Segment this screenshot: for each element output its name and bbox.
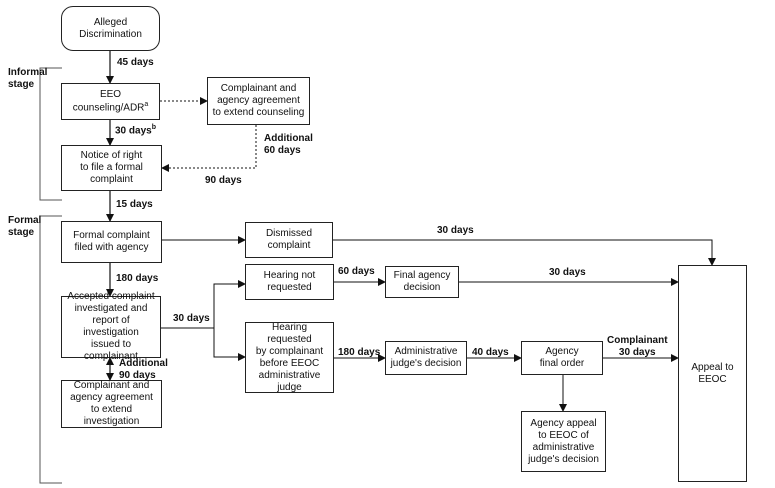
label-complainant-30-days: Complainant 30 days bbox=[607, 335, 668, 358]
alleged-discrimination-text: Alleged Discrimination bbox=[79, 16, 142, 40]
agency-appeal-text: Agency appeal to EEOC of administrative … bbox=[528, 417, 599, 465]
accepted-complaint-text: Accepted complaint investigated and repo… bbox=[67, 291, 155, 362]
arrow-dismissed-to-appeal bbox=[333, 239, 716, 266]
connector-branch-to-hearing-requested bbox=[213, 328, 246, 361]
alleged-discrimination-node: Alleged Discrimination bbox=[61, 6, 160, 51]
label-180-days-aj: 180 days bbox=[338, 347, 381, 358]
eeo-counseling-text: EEO counseling/ADRa bbox=[72, 88, 149, 114]
agency-appeal-node: Agency appeal to EEOC of administrative … bbox=[521, 411, 606, 472]
label-40-days: 40 days bbox=[472, 347, 509, 358]
extend-counseling-text: Complainant and agency agreement to exte… bbox=[212, 83, 305, 118]
formal-complaint-node: Formal complaint filed with agency bbox=[61, 221, 162, 263]
informal-stage-label: Informal stage bbox=[8, 67, 48, 90]
label-15-days: 15 days bbox=[116, 199, 153, 210]
notice-of-right-node: Notice of right to file a formal complai… bbox=[61, 145, 162, 191]
dotted-arrow-extension-to-notice bbox=[161, 125, 257, 172]
dismissed-complaint-text: Dismissed complaint bbox=[265, 228, 313, 251]
label-90-days: 90 days bbox=[205, 175, 242, 186]
label-additional-90-days: Additional 90 days bbox=[119, 358, 168, 381]
label-60-days: 60 days bbox=[338, 266, 375, 277]
aj-decision-node: Administrative judge's decision bbox=[385, 341, 467, 375]
extend-investigation-text: Complainant and agency agreement to exte… bbox=[70, 380, 153, 427]
aj-decision-text: Administrative judge's decision bbox=[390, 346, 462, 369]
label-30-days-dismissed: 30 days bbox=[437, 225, 474, 236]
agency-final-order-node: Agency final order bbox=[521, 341, 603, 375]
footnote-a: a bbox=[144, 100, 149, 108]
extend-counseling-node: Complainant and agency agreement to exte… bbox=[207, 77, 310, 125]
label-additional-60-days: Additional 60 days bbox=[264, 133, 313, 156]
label-45-days: 45 days bbox=[117, 57, 154, 68]
hearing-not-requested-text: Hearing not requested bbox=[263, 270, 316, 293]
formal-complaint-text: Formal complaint filed with agency bbox=[73, 230, 150, 253]
notice-of-right-text: Notice of right to file a formal complai… bbox=[80, 150, 143, 185]
formal-stage-bracket bbox=[39, 215, 62, 484]
hearing-requested-node: Hearing requested by complainant before … bbox=[245, 322, 334, 393]
hearing-not-requested-node: Hearing not requested bbox=[245, 264, 334, 300]
dismissed-complaint-node: Dismissed complaint bbox=[245, 222, 333, 258]
agency-final-order-text: Agency final order bbox=[539, 346, 585, 369]
footnote-b: b bbox=[151, 124, 156, 131]
appeal-to-eeoc-node: Appeal to EEOC bbox=[678, 265, 747, 482]
connector-accepted-to-branch bbox=[161, 280, 246, 329]
label-180-days: 180 days bbox=[116, 273, 159, 284]
eeo-counseling-node: EEO counseling/ADRa bbox=[61, 83, 160, 120]
label-30-days-footnote-b: 30 daysb bbox=[115, 124, 156, 137]
informal-stage-bracket bbox=[39, 67, 62, 201]
accepted-complaint-node: Accepted complaint investigated and repo… bbox=[61, 291, 161, 362]
hearing-requested-text: Hearing requested by complainant before … bbox=[255, 321, 324, 393]
final-agency-decision-node: Final agency decision bbox=[385, 266, 459, 298]
formal-stage-label: Formal stage bbox=[8, 215, 42, 238]
label-30-days-final: 30 days bbox=[549, 267, 586, 278]
appeal-to-eeoc-text: Appeal to EEOC bbox=[691, 361, 734, 385]
final-agency-decision-text: Final agency decision bbox=[393, 270, 451, 293]
label-30-days-hearing: 30 days bbox=[173, 313, 210, 324]
extend-investigation-node: Complainant and agency agreement to exte… bbox=[61, 380, 162, 428]
